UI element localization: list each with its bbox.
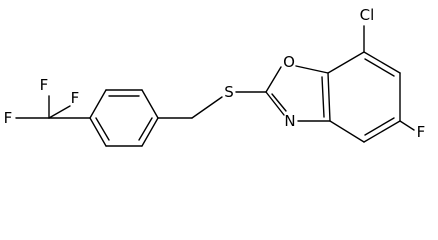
bond: [321, 76, 325, 118]
atom-fluorine-cf3-top1: F: [40, 76, 49, 94]
bond: [364, 58, 395, 77]
bond: [364, 117, 395, 136]
bond: [141, 117, 159, 147]
bond: [138, 117, 153, 141]
bond: [327, 51, 365, 74]
bond: [363, 120, 401, 143]
atom-fluorine-cf3-left: F: [4, 109, 13, 127]
bond: [95, 117, 110, 141]
molecule-diagram: Cl O S N F F F F: [4, 6, 426, 147]
atom-sulfur: S: [224, 83, 234, 101]
bond: [265, 66, 282, 93]
atom-oxygen: O: [283, 53, 295, 71]
atom-nitrogen: N: [284, 112, 295, 130]
atom-fluorine-ring: F: [417, 123, 426, 141]
bond: [295, 65, 329, 74]
bond: [89, 89, 107, 119]
bond: [363, 51, 401, 74]
bond: [48, 105, 71, 119]
structure-svg: Cl O S N F F F F: [4, 6, 426, 147]
bond: [399, 120, 415, 131]
bond: [89, 117, 107, 147]
atom-fluorine-cf3-top2: F: [71, 89, 80, 107]
bonds: [15, 25, 415, 147]
bond: [265, 91, 285, 116]
atom-labels: Cl O S N F F F F: [4, 6, 426, 141]
bond: [271, 93, 287, 112]
bond: [327, 72, 331, 122]
atom-chlorine: Cl: [360, 6, 375, 24]
bond: [191, 96, 223, 119]
bond: [329, 120, 365, 143]
bond: [141, 89, 159, 119]
